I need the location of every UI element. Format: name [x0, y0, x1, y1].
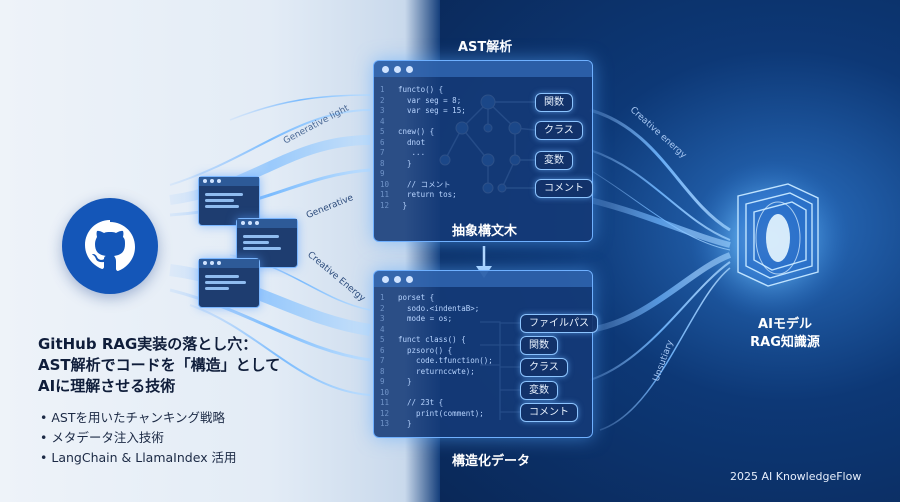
line-numbers: 1 2 3 4 5 6 7 8 9 10 11 12 13: [380, 293, 390, 428]
line-numbers: 1 2 3 4 5 6 7 8 9 10 11 12: [380, 85, 390, 210]
ast-caption: 抽象構文木: [452, 224, 518, 239]
struct-node-function: 関数: [520, 336, 558, 355]
ast-title: AST解析: [458, 40, 513, 55]
ast-node-comment: コメント: [535, 179, 593, 198]
ast-panel: 1 2 3 4 5 6 7 8 9 10 11 12 functo() { va…: [373, 60, 593, 242]
github-icon: [85, 220, 135, 271]
ast-node-class: クラス: [535, 121, 583, 140]
feature-list: ASTを用いたチャンキング戦略 メタデータ注入技術 LangChain & Ll…: [40, 408, 237, 468]
struct-node-variable: 変数: [520, 381, 558, 400]
code-file-card: [236, 218, 298, 268]
page-title: GitHub RAG実装の落とし穴： AST解析でコードを「構造」として AIに…: [38, 335, 281, 395]
ast-code: functo() { var seg = 8; var seg = 15; cn…: [398, 85, 466, 210]
struct-node-comment: コメント: [520, 403, 578, 422]
github-logo: [62, 198, 158, 294]
list-item: LangChain & LlamaIndex 活用: [40, 448, 236, 468]
ast-node-variable: 変数: [535, 151, 573, 170]
struct-code: porset { sodo.<indentaB>; mode = os; fun…: [398, 293, 493, 428]
ai-target-label: AIモデル RAG知識源: [750, 317, 820, 350]
ast-node-function: 関数: [535, 93, 573, 112]
list-item: メタデータ注入技術: [40, 428, 237, 448]
code-file-card: [198, 258, 260, 308]
code-file-card: [198, 176, 260, 226]
knowledge-cube-icon: [737, 183, 819, 287]
struct-caption: 構造化データ: [452, 454, 531, 469]
struct-node-filepath: ファイルパス: [520, 314, 598, 333]
footer-credit: 2025 AI KnowledgeFlow: [730, 470, 862, 483]
struct-node-class: クラス: [520, 358, 568, 377]
list-item: ASTを用いたチャンキング戦略: [40, 408, 237, 428]
